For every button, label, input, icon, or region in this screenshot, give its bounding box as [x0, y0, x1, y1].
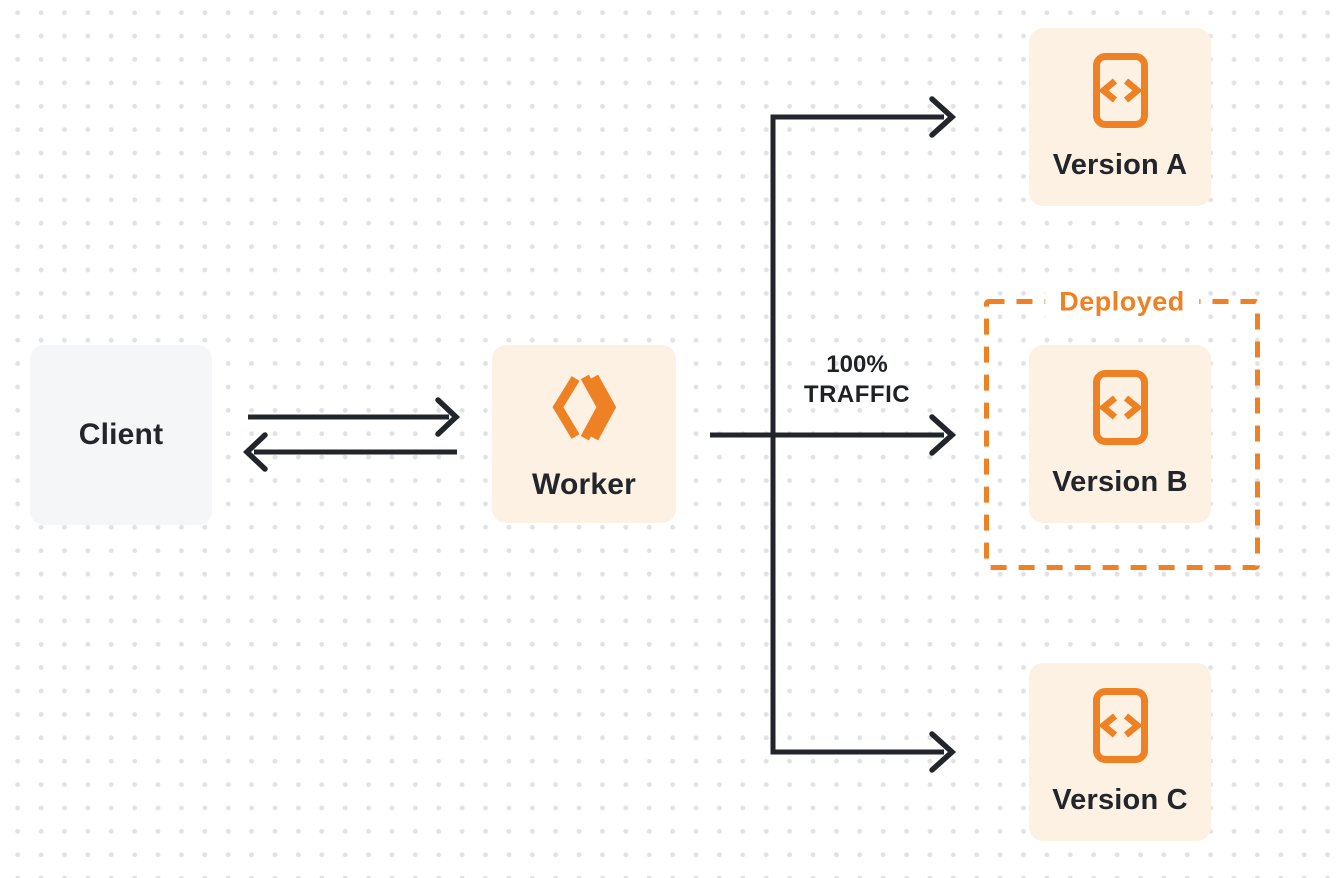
node-worker: Worker: [492, 345, 676, 523]
deployed-boundary: [984, 299, 1260, 570]
version-c-label: Version C: [1052, 784, 1188, 816]
deployed-label: Deployed: [1045, 284, 1199, 320]
node-client: Client: [30, 345, 212, 525]
code-file-icon: [1092, 370, 1148, 445]
worker-to-client-arrow: [242, 432, 457, 472]
workers-logo-icon: [552, 374, 617, 441]
traffic-label: 100% TRAFFIC: [804, 350, 910, 410]
worker-label: Worker: [531, 468, 637, 501]
arrowhead-version-c: [929, 731, 957, 773]
version-a-label: Version A: [1052, 149, 1188, 181]
traffic-percentage: 100%: [826, 351, 888, 378]
node-version-a: Version A: [1029, 28, 1211, 206]
client-label: Client: [78, 418, 164, 451]
arrowhead-version-a: [929, 96, 957, 138]
arrowhead-version-b: [929, 414, 957, 456]
code-file-icon: [1092, 53, 1148, 128]
version-b-label: Version B: [1052, 466, 1188, 498]
node-version-b: Version B: [1029, 345, 1211, 523]
client-to-worker-arrow: [248, 397, 461, 437]
traffic-word: TRAFFIC: [803, 381, 911, 408]
node-version-c: Version C: [1029, 663, 1211, 841]
code-file-icon: [1092, 688, 1148, 763]
